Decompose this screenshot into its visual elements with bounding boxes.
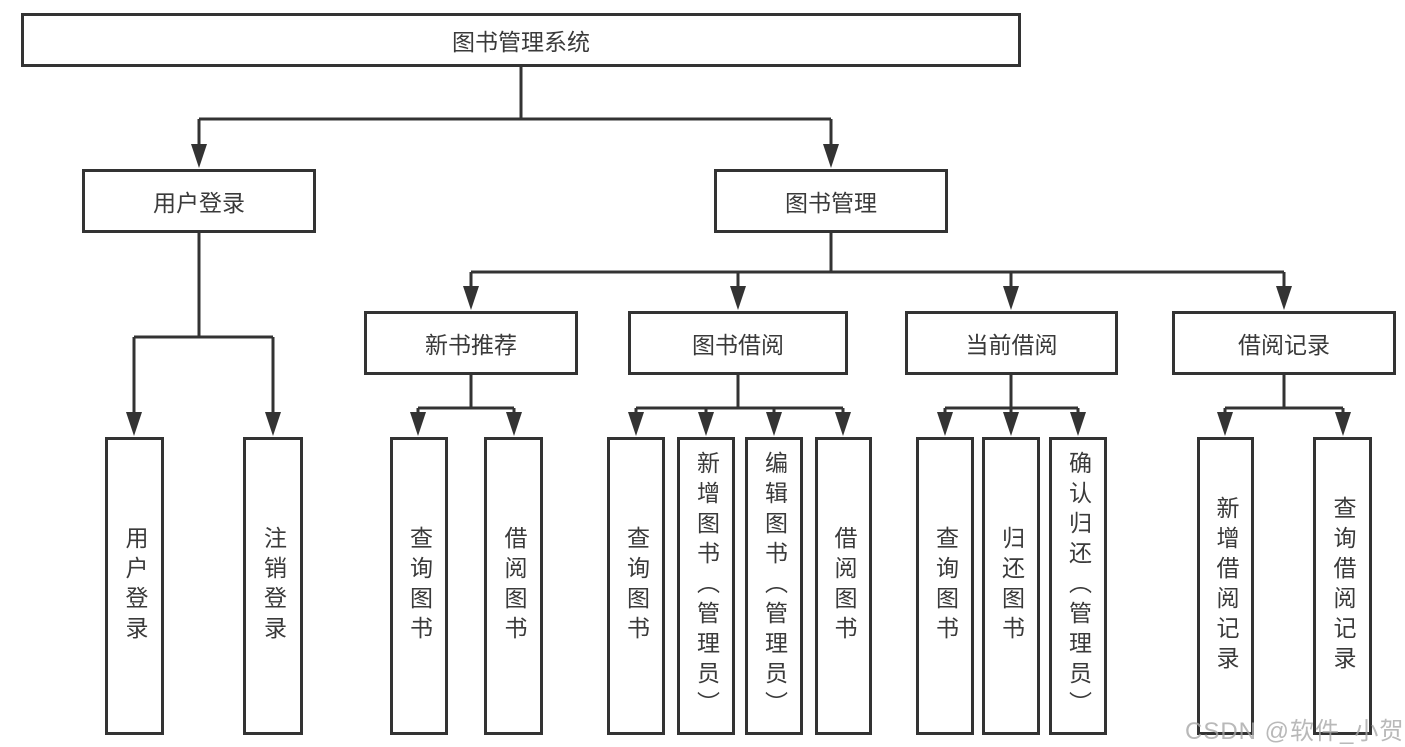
leaf-query-books-recommend: 查询图书 [390, 437, 448, 735]
leaf-logout: 注销登录 [243, 437, 303, 735]
node-book-borrowing: 图书借阅 [628, 311, 848, 375]
leaf-add-borrow-record: 新增借阅记录 [1197, 437, 1254, 735]
node-current-borrowing: 当前借阅 [905, 311, 1118, 375]
node-book-management: 图书管理 [714, 169, 948, 233]
leaf-query-books-borrowing: 查询图书 [607, 437, 665, 735]
leaf-user-login: 用户登录 [105, 437, 164, 735]
node-new-book-recommendation: 新书推荐 [364, 311, 578, 375]
leaf-borrow-books: 借阅图书 [815, 437, 872, 735]
leaf-confirm-return-admin: 确认归还（管理员） [1049, 437, 1107, 735]
node-user-login: 用户登录 [82, 169, 316, 233]
leaf-return-books: 归还图书 [982, 437, 1040, 735]
node-borrowing-records: 借阅记录 [1172, 311, 1396, 375]
csdn-watermark: CSDN @软件_小贺同学 [1185, 718, 1405, 745]
node-library-system: 图书管理系统 [21, 13, 1021, 67]
leaf-query-books-current: 查询图书 [916, 437, 974, 735]
leaf-query-borrow-record: 查询借阅记录 [1313, 437, 1372, 735]
leaf-edit-books-admin: 编辑图书（管理员） [745, 437, 803, 735]
leaf-add-books-admin: 新增图书（管理员） [677, 437, 735, 735]
leaf-borrow-books-recommend: 借阅图书 [484, 437, 543, 735]
arrowheads [126, 144, 1351, 436]
